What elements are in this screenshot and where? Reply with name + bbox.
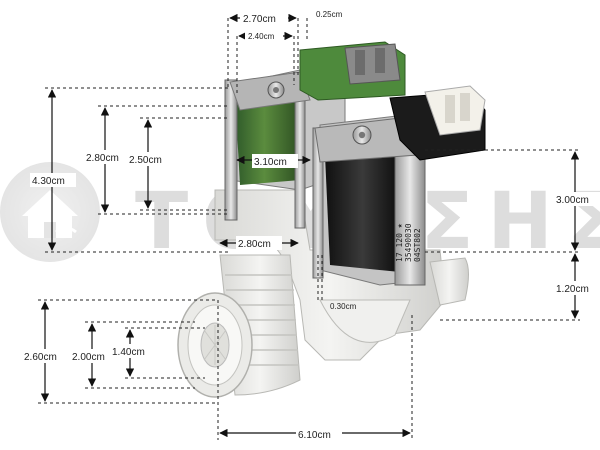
- dimension-guides: [38, 18, 580, 440]
- dim-inlet-mid: 2.00cm: [72, 352, 105, 363]
- dim-width-top-outer: 2.70cm: [243, 14, 276, 25]
- dim-height-coil-inner: 2.50cm: [129, 155, 162, 166]
- stamp-line-3: 04ST802: [413, 228, 422, 262]
- black-solenoid-coil: [312, 85, 486, 286]
- dim-height-total: 4.30cm: [32, 176, 65, 187]
- stamp-line-1: 17 120 ★: [395, 223, 404, 262]
- dim-inlet-inner: 1.40cm: [112, 347, 145, 358]
- dim-length-total: 6.10cm: [298, 430, 331, 441]
- dim-inlet-outer: 2.60cm: [24, 352, 57, 363]
- dim-height-coil-outer: 2.80cm: [86, 153, 119, 164]
- dim-height-lower: 1.20cm: [556, 284, 589, 295]
- dim-body-width: 2.80cm: [238, 239, 271, 250]
- valve-body: [177, 189, 469, 398]
- stamp-line-2: 35490030: [404, 223, 413, 262]
- dim-coil-width: 3.10cm: [254, 157, 287, 168]
- dim-gap-bottom: 0.30cm: [330, 302, 357, 311]
- dim-gap-top: 0.25cm: [316, 10, 343, 19]
- dim-width-top-inner: 2.40cm: [248, 32, 275, 41]
- dim-height-front-coil: 3.00cm: [556, 195, 589, 206]
- product-stamp: 17 120 ★ 35490030 04ST802: [395, 223, 422, 262]
- dimension-labels: 2.70cm 2.40cm 0.25cm 4.30cm 2.80cm 2.50c…: [22, 10, 600, 441]
